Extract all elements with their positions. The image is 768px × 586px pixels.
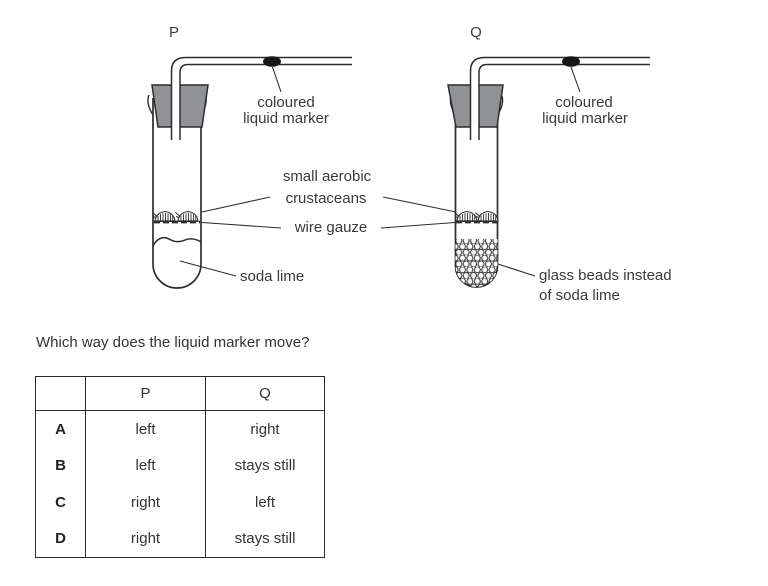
- option-b-q-value: stays still: [205, 447, 325, 484]
- table-row-option-c: C right left: [36, 484, 325, 521]
- option-a-q-value: right: [205, 410, 325, 448]
- option-letter: C: [55, 493, 66, 511]
- liquid-marker-q: [562, 56, 580, 67]
- leader-line-crustaceans-right: [382, 196, 457, 213]
- label-soda-lime: soda lime: [240, 268, 304, 285]
- delivery-tube-p-inner-wall: [179, 63, 352, 140]
- delivery-tube-p-outer-wall: [170, 56, 352, 140]
- crustacean-icon: [151, 210, 176, 223]
- option-c-q-value: left: [205, 484, 325, 521]
- leader-line-glass-beads: [497, 263, 536, 277]
- apparatus-q-title: Q: [470, 24, 482, 41]
- option-d-q-value: stays still: [205, 520, 325, 558]
- header-cell-q: Q: [205, 376, 325, 411]
- crustacean-icon: [453, 210, 478, 223]
- label-crustaceans-line1: small aerobic: [283, 168, 372, 185]
- label-marker-q-line1: coloured: [555, 94, 613, 111]
- label-glass-beads-line1: glass beads instead: [539, 267, 672, 284]
- leader-line-crustaceans-left: [201, 196, 271, 213]
- option-letter: D: [55, 530, 66, 548]
- header-cell-blank: [35, 376, 86, 411]
- delivery-tube-q-inner-wall: [478, 63, 650, 140]
- answer-table: P Q A left right B left stays still C ri…: [35, 376, 325, 558]
- apparatus-p: P coloured liquid marker soda lime: [147, 24, 352, 289]
- question-text: Which way does the liquid marker move?: [36, 334, 310, 351]
- option-letter: A: [55, 420, 66, 438]
- leader-line-marker-p: [271, 66, 282, 93]
- table-row-option-a: A left right: [36, 410, 325, 448]
- header-cell-p: P: [85, 376, 206, 411]
- soda-lime-surface: [152, 236, 202, 247]
- shared-labels: small aerobic crustaceans wire gauze: [201, 168, 457, 236]
- answer-table-header-row: P Q: [35, 376, 325, 411]
- crustacean-icon: [174, 210, 199, 223]
- test-tube-p-rim-flare-left: [147, 94, 154, 116]
- apparatus-q: Q coloured liquid marker glass beads ins…: [447, 24, 672, 304]
- test-tube-p: [152, 98, 202, 289]
- delivery-tube-q-outer-wall: [469, 56, 650, 140]
- label-crustaceans-line2: crustaceans: [286, 190, 367, 207]
- crustacean-icon: [474, 210, 499, 223]
- option-b-p-value: left: [85, 447, 206, 484]
- option-letter: B: [55, 457, 66, 475]
- option-a-p-value: left: [85, 410, 206, 448]
- label-wire-gauze: wire gauze: [294, 219, 368, 236]
- option-c-p-value: right: [85, 484, 206, 521]
- apparatus-p-title: P: [169, 24, 179, 41]
- liquid-marker-p: [263, 56, 281, 67]
- table-row-option-d: D right stays still: [36, 520, 325, 558]
- respirometer-diagram: P coloured liquid marker soda lime: [147, 24, 672, 304]
- label-glass-beads-line2: of soda lime: [539, 287, 620, 304]
- leader-line-soda-lime: [179, 260, 237, 277]
- leader-line-wire-gauze-left: [201, 221, 282, 229]
- leader-line-marker-q: [570, 66, 581, 93]
- option-d-p-value: right: [85, 520, 206, 558]
- leader-line-wire-gauze-right: [380, 221, 456, 229]
- label-marker-q-line2: liquid marker: [542, 110, 628, 127]
- table-row-option-b: B left stays still: [36, 447, 325, 484]
- glass-beads: [455, 239, 498, 287]
- label-marker-p-line2: liquid marker: [243, 110, 329, 127]
- label-marker-p-line1: coloured: [257, 94, 315, 111]
